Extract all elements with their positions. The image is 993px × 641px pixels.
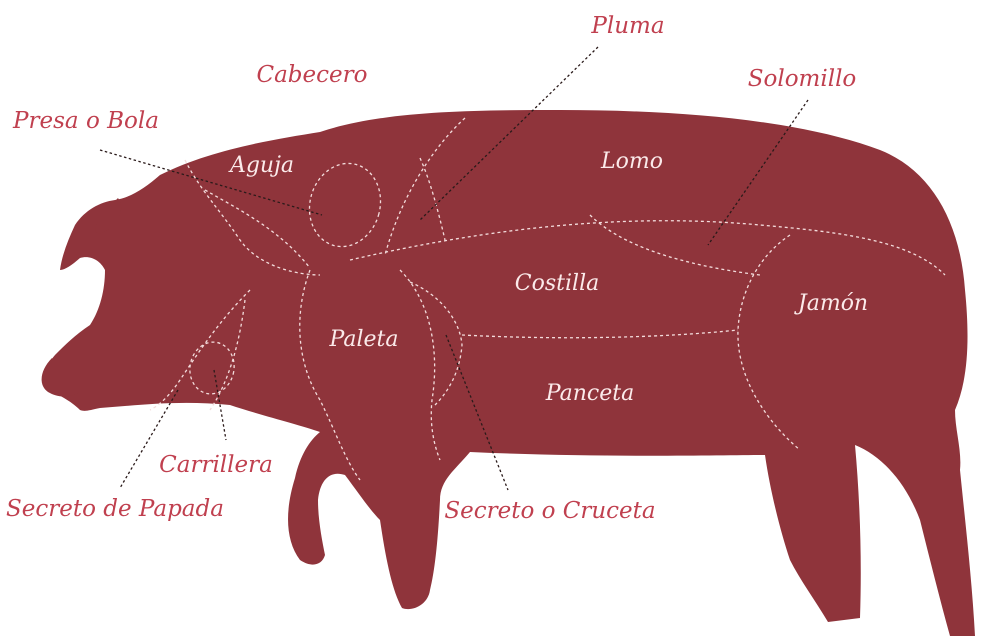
label-lomo: Lomo [600, 149, 663, 174]
pig-body [47, 110, 975, 636]
label-costilla: Costilla [515, 271, 599, 296]
label-secreto-papada: Secreto de Papada [6, 496, 224, 522]
label-panceta: Panceta [545, 381, 634, 406]
label-aguja: Aguja [228, 153, 294, 178]
label-jamon: Jamón [794, 291, 868, 316]
pig-silhouette [42, 110, 975, 636]
label-secreto-cruceta: Secreto o Cruceta [444, 498, 655, 524]
label-pluma: Pluma [590, 13, 664, 39]
label-presa: Presa o Bola [12, 108, 159, 134]
label-cabecero: Cabecero [257, 62, 368, 88]
label-solomillo: Solomillo [748, 66, 857, 92]
label-carrillera: Carrillera [159, 452, 273, 478]
label-paleta: Paleta [329, 327, 399, 352]
